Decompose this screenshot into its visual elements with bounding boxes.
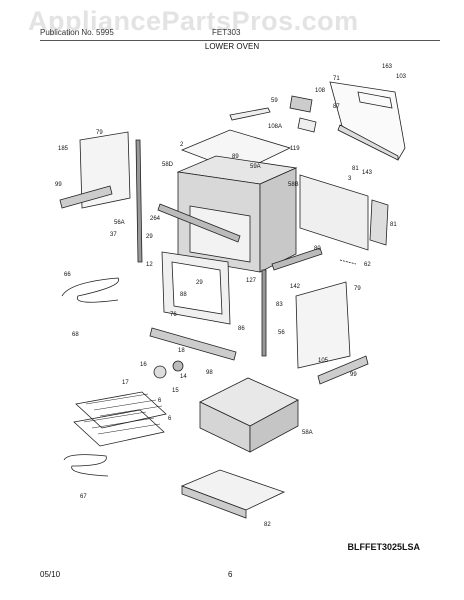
- callout-label: 29: [196, 280, 203, 286]
- callout-label: 29: [146, 234, 153, 240]
- callout-label: 68: [72, 332, 79, 338]
- callout-label: 56A: [114, 220, 125, 226]
- callout-label: 103: [396, 74, 407, 80]
- callout-label: 82: [264, 522, 271, 528]
- callout-label: 12: [146, 262, 153, 268]
- switch-18-drawing: [172, 360, 184, 372]
- callout-label: 71: [333, 76, 340, 82]
- bracket-108a-drawing: [297, 117, 317, 133]
- callout-label: 99: [55, 182, 62, 188]
- callout-label: 89: [232, 154, 239, 160]
- page-number: 6: [228, 570, 233, 579]
- right-rail-drawing: [317, 355, 369, 385]
- rack-upper-wires-drawing: [85, 393, 163, 417]
- rear-rail-drawing: [337, 124, 399, 161]
- callout-label: 81: [352, 166, 359, 172]
- callout-label: 83: [276, 302, 283, 308]
- rear-panel-drawing: [329, 81, 406, 161]
- strip-59-drawing: [229, 107, 271, 121]
- callout-label: 98: [206, 370, 213, 376]
- diagram-code: BLFFET3025LSA: [347, 542, 420, 552]
- callout-label: 79: [354, 286, 361, 292]
- callout-label: 37: [110, 232, 117, 238]
- callout-label: 87: [333, 104, 340, 110]
- callout-label: 6: [158, 398, 162, 404]
- callout-label: 3: [348, 176, 352, 182]
- bracket-108-drawing: [289, 95, 313, 113]
- bake-element-drawing: [61, 277, 120, 303]
- callout-label: 15: [172, 388, 179, 394]
- callout-label: 17: [122, 380, 129, 386]
- callout-label: 62: [364, 262, 371, 268]
- header-rule: [40, 40, 440, 41]
- model-number: FET303: [212, 28, 241, 37]
- left-rail-drawing: [59, 185, 113, 209]
- callout-label: 76: [170, 312, 177, 318]
- callout-label: 264: [150, 216, 161, 222]
- cavity-side-drawing: [259, 167, 297, 273]
- callout-label: 18: [178, 348, 185, 354]
- callout-label: 58A: [302, 430, 313, 436]
- callout-label: 142: [290, 284, 301, 290]
- callout-label: 80: [314, 246, 321, 252]
- callout-label: 108: [315, 88, 326, 94]
- callout-label: 66: [64, 272, 71, 278]
- callout-label: 16: [140, 362, 147, 368]
- strip-142-drawing: [271, 247, 323, 271]
- bottom-pan-front-drawing: [181, 485, 247, 519]
- callout-label: 2: [180, 142, 184, 148]
- section-title: LOWER OVEN: [204, 42, 260, 51]
- callout-label: 67: [80, 494, 87, 500]
- rack-lower-wires-drawing: [83, 411, 161, 435]
- front-strip-98-drawing: [149, 327, 237, 361]
- callout-label: 127: [246, 278, 257, 284]
- callout-label: 88: [180, 292, 187, 298]
- left-shield-drawing: [79, 131, 131, 209]
- callout-label: 56: [278, 330, 285, 336]
- side-trim-56a-drawing: [135, 139, 143, 263]
- publication-number: Publication No. 5995: [40, 28, 114, 37]
- callout-label: 59: [271, 98, 278, 104]
- callout-label: 185: [58, 146, 69, 152]
- callout-label: 143: [362, 170, 373, 176]
- callout-label: 58B: [288, 182, 299, 188]
- callout-label: 59A: [250, 164, 261, 170]
- site-watermark: AppliancePartsPros.com: [28, 6, 359, 36]
- callout-label: 163: [382, 64, 393, 70]
- callout-label: 86: [238, 326, 245, 332]
- bottom-pan-drawing: [180, 469, 286, 511]
- rack-lower-drawing: [73, 409, 165, 447]
- callout-label: 105: [318, 358, 329, 364]
- part-drawings: [59, 81, 406, 519]
- callout-label: 119: [290, 146, 300, 152]
- callout-label: 6: [168, 416, 172, 422]
- rear-panel-vent-drawing: [357, 91, 393, 109]
- callout-label: 79: [96, 130, 103, 136]
- callout-label: 14: [180, 374, 187, 380]
- callout-label: 58D: [162, 162, 174, 168]
- front-trim-drawing: [157, 203, 241, 243]
- side-trim-56-drawing: [261, 269, 267, 357]
- insulation-side-drawing: [249, 399, 299, 453]
- callout-label: 108A: [268, 124, 282, 130]
- right-shield-drawing: [295, 281, 351, 369]
- callout-label: 81: [390, 222, 397, 228]
- door-window-drawing: [171, 261, 223, 315]
- spring-62-drawing: [339, 259, 357, 265]
- back-wall-drawing: [299, 174, 369, 251]
- callout-label: 99: [350, 372, 357, 378]
- revision-date: 05/10: [40, 570, 61, 579]
- callout-labels: 163 103 71 87 108 59 108A 119 81 143 3 2…: [55, 64, 407, 528]
- broil-element-drawing: [63, 454, 109, 477]
- knob-16-drawing: [153, 365, 167, 379]
- rack-upper-drawing: [75, 391, 167, 429]
- back-wall-bracket-drawing: [369, 199, 389, 246]
